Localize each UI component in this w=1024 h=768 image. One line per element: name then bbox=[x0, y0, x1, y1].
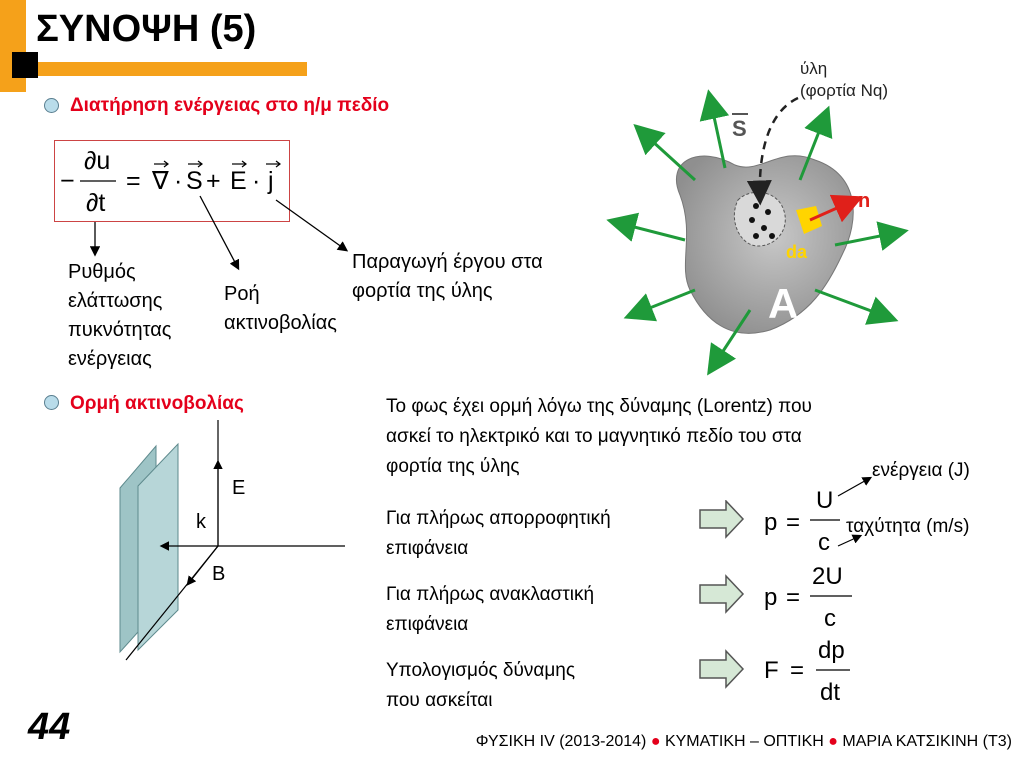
svg-text:∂t: ∂t bbox=[86, 189, 105, 217]
energy-equation: − ∂u ∂t = ∇ · S + E · j bbox=[60, 147, 281, 217]
s-arrow bbox=[746, 96, 799, 206]
eq1-den: c bbox=[818, 529, 830, 556]
matter-label-line2: (φορτία Nq) bbox=[800, 81, 888, 100]
work-callout bbox=[275, 199, 349, 252]
svg-text:−: − bbox=[60, 167, 75, 195]
eq3-den: dt bbox=[820, 679, 840, 706]
footer: ΦΥΣΙΚΗ IV (2013-2014) ● ΚΥΜΑΤΙΚΗ – ΟΠΤΙΚ… bbox=[475, 733, 1012, 750]
axis-b-label: B bbox=[212, 563, 225, 585]
svg-text:=: = bbox=[786, 584, 800, 611]
bullet-icon bbox=[44, 98, 59, 113]
eq1-lhs: p bbox=[764, 509, 777, 536]
da-patch bbox=[796, 206, 822, 234]
section1-heading: Διατήρηση ενέργειας στο η/μ πεδίο bbox=[70, 95, 390, 116]
svg-text:=: = bbox=[790, 657, 804, 684]
eq2-lhs: p bbox=[764, 584, 777, 611]
svg-text:j: j bbox=[267, 167, 274, 195]
eq2-den: c bbox=[824, 605, 836, 632]
matter-label-line1: ύλη bbox=[800, 59, 827, 78]
momentum-intro: Το φως έχει ορμή λόγω της δύναμης (Loren… bbox=[386, 396, 812, 477]
a-label: A bbox=[768, 280, 798, 327]
eq2-num: 2U bbox=[812, 563, 843, 590]
flux-label: Ροή ακτινοβολίας bbox=[224, 283, 337, 334]
page-number: 44 bbox=[28, 706, 71, 748]
eq3-lhs: F bbox=[764, 657, 779, 684]
svg-text:=: = bbox=[786, 509, 800, 536]
speed-note: ταχύτητα (m/s) bbox=[846, 516, 970, 537]
n-arrow bbox=[809, 194, 864, 223]
n-label: n bbox=[858, 190, 870, 212]
svg-text:·: · bbox=[174, 167, 182, 195]
work-label: Παραγωγή έργου στα φορτία της ύλης bbox=[352, 251, 543, 302]
svg-text:·: · bbox=[252, 167, 260, 195]
rate-label: Ρυθμός ελάττωσης πυκνότητας ενέργειας bbox=[68, 261, 172, 370]
case-absorbing-text: Για πλήρως απορροφητική επιφάνεια bbox=[386, 508, 611, 559]
block-arrow-icon bbox=[699, 500, 745, 539]
block-arrow-icon bbox=[699, 574, 745, 614]
svg-text:∂u: ∂u bbox=[84, 147, 110, 175]
block-arrows bbox=[699, 500, 745, 689]
case-reflecting-text: Για πλήρως ανακλαστική επιφάνεια bbox=[386, 584, 595, 635]
axis-k-label: k bbox=[196, 511, 207, 533]
energy-equation-box bbox=[54, 140, 290, 222]
poynting-diagram: ύλη (φορτία Nq) S n da A bbox=[606, 59, 909, 376]
title-underline bbox=[22, 62, 307, 76]
eq3-num: dp bbox=[818, 637, 845, 664]
energy-note: ενέργεια (J) bbox=[872, 460, 970, 481]
s-label: S bbox=[732, 116, 747, 141]
da-label: da bbox=[786, 242, 808, 262]
title-square bbox=[12, 52, 38, 78]
flux-callout bbox=[199, 195, 240, 271]
svg-text:∇: ∇ bbox=[151, 167, 169, 195]
axis-e-label: E bbox=[232, 477, 245, 499]
bullet-icon bbox=[44, 395, 59, 410]
svg-text:=: = bbox=[126, 167, 141, 195]
mirror-diagram: E k B bbox=[119, 420, 345, 661]
section2-heading: Ορμή ακτινοβολίας bbox=[70, 393, 244, 414]
svg-text:S: S bbox=[186, 167, 203, 195]
case-force-text: Υπολογισμός δύναμης που ασκείται bbox=[386, 660, 576, 711]
block-arrow-icon bbox=[699, 649, 745, 689]
eq1-num: U bbox=[816, 487, 833, 514]
svg-text:+: + bbox=[206, 167, 221, 195]
note-arrows bbox=[837, 476, 873, 547]
svg-text:E: E bbox=[230, 167, 247, 195]
momentum-equations: p = U c p = 2U c F = dp dt bbox=[764, 487, 852, 706]
slide-title: ΣΥΝΟΨΗ (5) bbox=[36, 8, 257, 50]
